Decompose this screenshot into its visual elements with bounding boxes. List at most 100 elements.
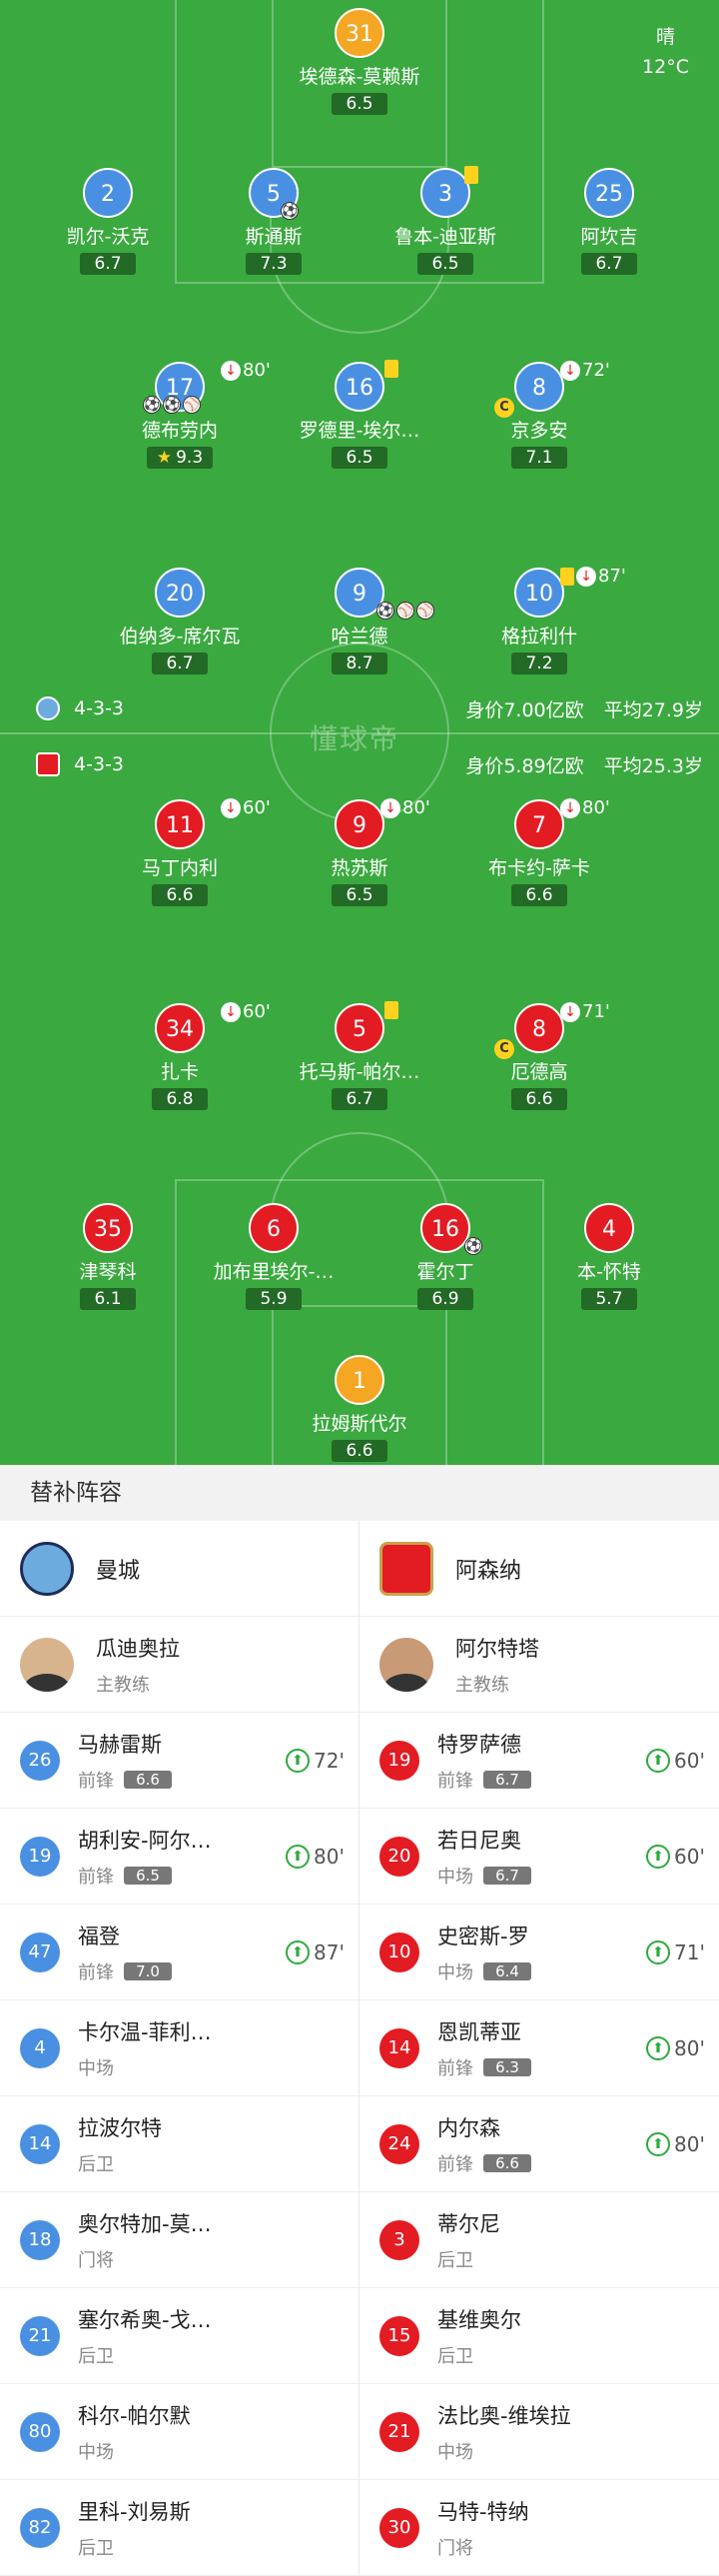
player-number: 4: [584, 1203, 634, 1253]
player-name: 罗德里-埃尔…: [299, 420, 420, 442]
player-rating: 6.5: [332, 884, 387, 906]
coach-name: 阿尔特塔: [455, 1636, 539, 1661]
player-number: 11: [155, 799, 205, 849]
player-name: 内尔森: [437, 2115, 500, 2140]
player-rating: 6.5: [417, 253, 473, 275]
player-marker[interactable]: 16 罗德里-埃尔… 6.5: [285, 360, 434, 469]
player-marker[interactable]: 8 ↓72' C 京多安 7.1: [464, 360, 614, 469]
player-name: 埃德森-莫赖斯: [299, 66, 420, 88]
sub-on-minute: 60': [674, 1845, 705, 1869]
team-name: 曼城: [96, 1558, 141, 1584]
player-number: 82: [20, 2507, 60, 2548]
player-marker[interactable]: 4 本-怀特 5.7: [534, 1203, 684, 1310]
player-name: 德布劳内: [141, 420, 218, 442]
weather-temp: 12°C: [642, 56, 689, 78]
player-marker[interactable]: 31 埃德森-莫赖斯 6.5: [285, 8, 434, 115]
goal-icon: ⚽: [376, 602, 394, 620]
player-marker[interactable]: 25 阿坎吉 6.7: [534, 168, 684, 275]
coach-row[interactable]: 阿尔特塔 主教练: [360, 1617, 719, 1713]
player-number: 9: [335, 799, 384, 849]
player-number: 1: [335, 1355, 384, 1405]
sub-on-icon: ⬆: [646, 2132, 671, 2156]
player-position: 后卫: [437, 2249, 473, 2271]
sub-off: ↓71': [560, 1001, 610, 1022]
player-number: 10: [379, 1932, 419, 1972]
player-name: 卡尔温-菲利…: [78, 2019, 212, 2044]
player-number: 19: [379, 1740, 419, 1781]
player-marker[interactable]: 3 鲁本-迪亚斯 6.5: [370, 166, 520, 275]
player-marker[interactable]: 16 ⚽ 霍尔丁 6.9: [370, 1203, 520, 1310]
top-goal-box: [272, 0, 447, 168]
star-icon: ★: [156, 448, 173, 468]
player-rating: 7.3: [246, 253, 302, 275]
sub-on-minute: 80': [674, 2036, 705, 2060]
home-team-info: 4-3-3 身价7.00亿欧 平均27.9岁: [36, 691, 703, 725]
player-name: 福登: [78, 1924, 120, 1948]
player-number: 19: [20, 1836, 60, 1877]
player-name: 凯尔-沃克: [66, 226, 150, 248]
player-marker[interactable]: 7 ↓80' 布卡约-萨卡 6.6: [464, 797, 614, 906]
player-marker[interactable]: 10 ↓87' 格拉利什 7.2: [464, 566, 626, 674]
coach-avatar: [20, 1637, 74, 1692]
player-marker[interactable]: 2 凯尔-沃克 6.7: [33, 168, 183, 275]
player-rating: 7.2: [511, 652, 567, 674]
yellow-card-icon: [560, 567, 574, 586]
player-marker[interactable]: 5 托马斯-帕尔… 6.7: [285, 1001, 434, 1110]
sub-off: ↓60': [221, 1001, 271, 1022]
player-marker[interactable]: 5 ⚽ 斯通斯 7.3: [199, 168, 349, 275]
player-marker[interactable]: 8 ↓71' C 厄德高 6.6: [464, 1001, 614, 1110]
player-marker[interactable]: 9 ⚽⚾⚾ 哈兰德 8.7: [285, 568, 434, 674]
player-marker[interactable]: 11 ↓60' 马丁内利 6.6: [105, 797, 271, 906]
assist-icon: ⚽: [143, 396, 161, 414]
sub-on-minute: 71': [674, 1940, 705, 1964]
player-marker[interactable]: 34 ↓60' 扎卡 6.8: [105, 1001, 271, 1110]
player-marker[interactable]: 1 拉姆斯代尔 6.6: [285, 1355, 434, 1462]
sub-on-icon: ⬆: [286, 1845, 311, 1869]
sub-on: ⬆72': [286, 1749, 345, 1773]
player-marker[interactable]: 17 ↓80' ⚽⚽⚾ 德布劳内 ★9.3: [105, 360, 271, 469]
man-city-logo-icon: [20, 1541, 74, 1596]
player-marker[interactable]: 9 ↓80' 热苏斯 6.5: [285, 797, 434, 906]
sub-on-minute: 72': [314, 1749, 345, 1773]
sub-off-minute: 80': [243, 360, 271, 381]
player-rating: ★9.3: [146, 447, 214, 469]
player-rating: 6.6: [152, 884, 208, 906]
sub-on-minute: 60': [674, 1749, 705, 1773]
player-position: 前锋: [78, 1770, 114, 1792]
sub-off-minute: 71': [582, 1001, 610, 1022]
home-team-row[interactable]: 曼城: [0, 1521, 359, 1617]
player-marker[interactable]: 35 津琴科 6.1: [33, 1203, 183, 1310]
player-name: 格拉利什: [500, 626, 577, 647]
coach-row[interactable]: 瓜迪奥拉 主教练: [0, 1617, 359, 1713]
away-team-row[interactable]: 阿森纳: [360, 1521, 719, 1617]
player-rating: 6.6: [511, 1088, 567, 1110]
player-name: 法比奥-维埃拉: [437, 2403, 571, 2428]
weather-condition: 晴: [656, 26, 676, 48]
player-number: 8: [514, 1003, 564, 1053]
bottom-penalty-box: [175, 1179, 544, 1465]
player-rating: 6.5: [332, 447, 387, 469]
player-marker[interactable]: 6 加布里埃尔-… 5.9: [199, 1203, 349, 1310]
player-name: 科尔-帕尔默: [78, 2403, 191, 2428]
player-number: 30: [379, 2507, 419, 2548]
player-marker[interactable]: 20 伯纳多-席尔瓦 6.7: [105, 568, 255, 674]
sub-off-minute: 80': [402, 797, 430, 818]
